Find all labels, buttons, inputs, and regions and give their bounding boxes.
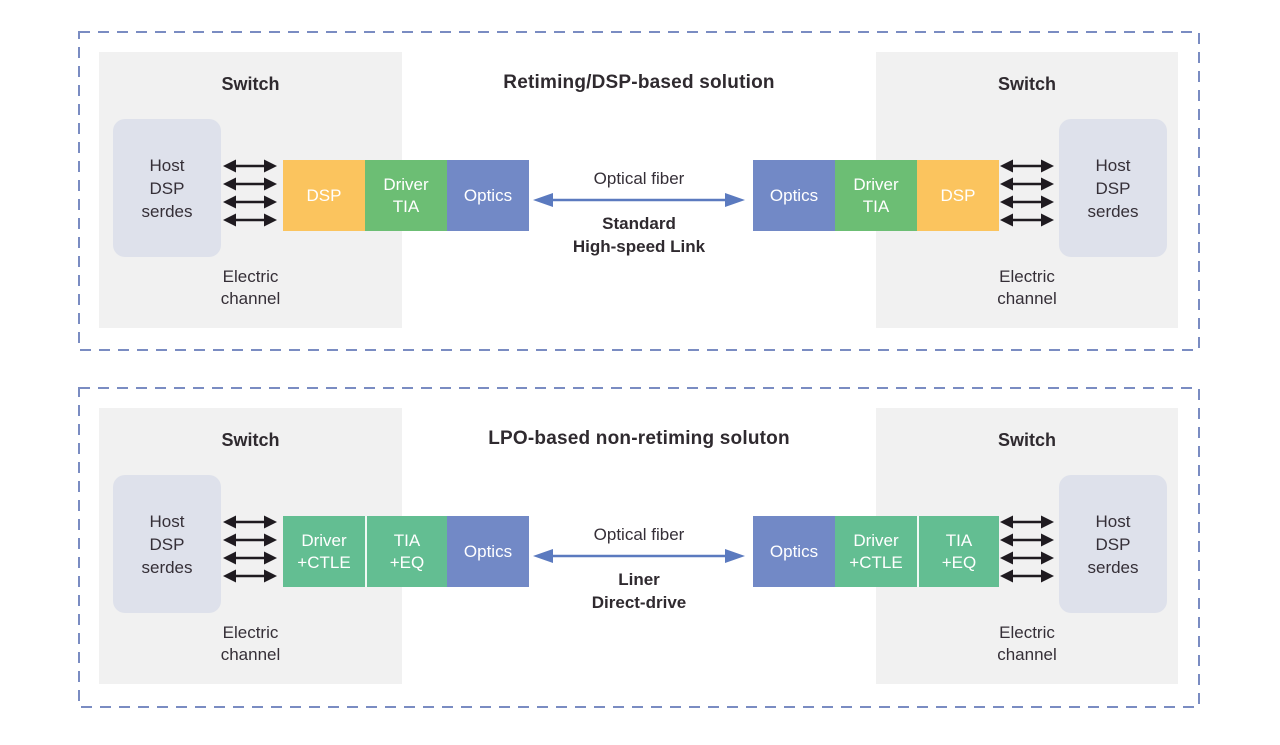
double-arrow-icon xyxy=(1000,213,1054,227)
double-arrow-icon xyxy=(1000,159,1054,173)
dashed-border xyxy=(78,387,1200,708)
host-line: DSP xyxy=(1095,178,1131,198)
module-dsp: DSP xyxy=(917,160,999,231)
double-arrow-icon xyxy=(223,515,277,529)
module-driver-tia: Driver TIA xyxy=(835,160,917,231)
double-arrow-icon xyxy=(223,213,277,227)
double-arrow-icon xyxy=(223,159,277,173)
panel-retiming-solution: Retiming/DSP-based solution Switch Host … xyxy=(78,31,1200,351)
module-optics: Optics xyxy=(447,160,529,231)
electric-channel-arrows-right xyxy=(1000,515,1054,583)
host-line: Host xyxy=(149,511,185,531)
panel-lpo-solution: LPO-based non-retiming soluton Switch Ho… xyxy=(78,387,1200,708)
double-arrow-icon xyxy=(1000,533,1054,547)
module-dsp: DSP xyxy=(283,160,365,231)
electric-channel-arrows-left xyxy=(223,515,277,583)
optical-fiber-arrow-icon xyxy=(533,193,745,207)
module-driver-ctle: Driver +CTLE xyxy=(835,516,917,587)
double-arrow-icon xyxy=(223,195,277,209)
switch-label: Switch xyxy=(997,74,1056,94)
switch-label: Switch xyxy=(221,74,280,94)
module-chain-right: Optics Driver TIA DSP xyxy=(753,160,999,231)
double-arrow-icon xyxy=(1000,195,1054,209)
double-arrow-icon xyxy=(223,551,277,565)
module-chain-right: Optics Driver +CTLE TIA +EQ xyxy=(753,516,999,587)
electric-channel-arrows-left xyxy=(223,159,277,227)
host-line: Host xyxy=(1095,511,1131,531)
dashed-border xyxy=(78,31,1200,351)
host-line: DSP xyxy=(149,178,185,198)
panel-title: Retiming/DSP-based solution xyxy=(503,72,775,93)
double-arrow-icon xyxy=(223,533,277,547)
host-line: serdes xyxy=(1087,201,1139,221)
switch-label: Switch xyxy=(221,430,280,450)
module-tia-eq: TIA +EQ xyxy=(917,516,999,587)
switch-label: Switch xyxy=(997,430,1056,450)
optical-fiber-group: Optical fiber Liner Direct-drive xyxy=(533,525,745,614)
host-line: serdes xyxy=(141,557,193,577)
double-arrow-icon xyxy=(1000,515,1054,529)
optical-fiber-label: Optical fiber xyxy=(593,525,685,544)
host-line: DSP xyxy=(1095,534,1131,554)
link-type-label: Liner Direct-drive xyxy=(591,570,687,612)
module-optics: Optics xyxy=(753,160,835,231)
optical-fiber-label: Optical fiber xyxy=(593,169,685,188)
module-optics: Optics xyxy=(447,516,529,587)
electric-channel-arrows-right xyxy=(1000,159,1054,227)
double-arrow-icon xyxy=(223,177,277,191)
switch-box-right: Switch Host DSP serdes Electric channel xyxy=(876,408,1178,684)
electric-channel-label: Electric channel xyxy=(220,267,281,308)
double-arrow-icon xyxy=(1000,177,1054,191)
host-dsp-serdes-box: Host DSP serdes xyxy=(1059,119,1167,257)
host-line: Host xyxy=(1095,155,1131,175)
host-dsp-serdes-box: Host DSP serdes xyxy=(113,119,221,257)
double-arrow-icon xyxy=(1000,569,1054,583)
host-dsp-serdes-box: Host DSP serdes xyxy=(1059,475,1167,613)
double-arrow-icon xyxy=(1000,551,1054,565)
double-arrow-icon xyxy=(223,569,277,583)
electric-channel-label: Electric channel xyxy=(997,267,1057,308)
host-dsp-serdes-box: Host DSP serdes xyxy=(113,475,221,613)
link-type-label: Standard High-speed Link xyxy=(572,214,706,256)
host-line: DSP xyxy=(149,534,185,554)
module-chain-left: Driver +CTLE TIA +EQ Optics xyxy=(283,516,529,587)
electric-channel-label: Electric channel xyxy=(997,623,1057,664)
module-driver-ctle: Driver +CTLE xyxy=(283,516,365,587)
module-chain-left: DSP Driver TIA Optics xyxy=(283,160,529,231)
optical-fiber-arrow-icon xyxy=(533,549,745,563)
module-tia-eq: TIA +EQ xyxy=(365,516,447,587)
module-driver-tia: Driver TIA xyxy=(365,160,447,231)
electric-channel-label: Electric channel xyxy=(220,623,281,664)
optical-fiber-group: Optical fiber Standard High-speed Link xyxy=(533,169,745,258)
host-line: serdes xyxy=(141,201,193,221)
host-line: Host xyxy=(149,155,185,175)
panel-title: LPO-based non-retiming soluton xyxy=(488,428,790,449)
module-optics: Optics xyxy=(753,516,835,587)
host-line: serdes xyxy=(1087,557,1139,577)
